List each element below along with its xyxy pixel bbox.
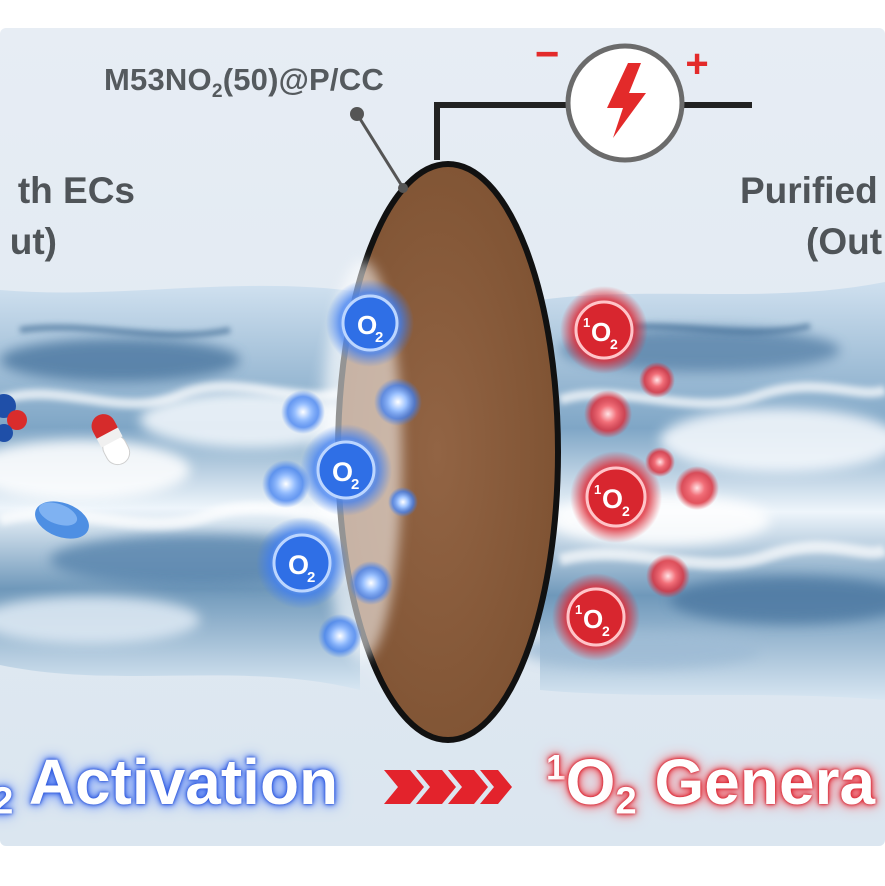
singlet-oxygen-molecule: 1 O 2: [560, 286, 648, 374]
lightning-bolt-icon: [607, 63, 646, 138]
circuit: [434, 43, 752, 163]
o2-molecule: O 2: [256, 517, 348, 609]
minus-sign: −: [535, 30, 560, 77]
blue-spark-group: [262, 378, 422, 658]
red-spark-group: [584, 362, 719, 598]
electrode-label: M53NO2(50)@P/CC: [104, 62, 384, 103]
svg-text:O: O: [583, 604, 603, 634]
outlet-label-line1: Purified: [740, 170, 878, 211]
blue-spark: [262, 460, 310, 508]
svg-text:1: 1: [575, 602, 582, 617]
molecule-atom-icon: [7, 410, 27, 430]
plus-sign: +: [685, 42, 708, 86]
blue-spark: [349, 561, 393, 605]
svg-text:O: O: [602, 484, 623, 514]
singlet-oxygen-molecule: 1 O 2: [552, 573, 640, 661]
capsule-pill-icon: [91, 414, 131, 466]
blue-spark: [281, 390, 325, 434]
chevron-arrows-icon: [384, 770, 512, 804]
outlet-label-line2: (Out: [806, 221, 883, 262]
blue-spark: [388, 487, 418, 517]
svg-text:O: O: [332, 457, 353, 487]
red-spark: [584, 390, 632, 438]
svg-text:1: 1: [583, 315, 590, 330]
svg-text:2: 2: [351, 476, 359, 493]
svg-text:2: 2: [375, 329, 383, 346]
activation-heading: 2 Activation: [0, 746, 339, 823]
red-spark: [646, 554, 690, 598]
inlet-label-line2: ut): [9, 221, 57, 262]
svg-text:O: O: [591, 317, 611, 347]
blue-spark: [318, 614, 362, 658]
svg-text:2: 2: [307, 569, 315, 586]
o2-molecule: O 2: [300, 424, 392, 516]
svg-text:2: 2: [610, 336, 618, 352]
svg-text:1: 1: [594, 482, 601, 497]
generation-heading: 1O2 Genera: [546, 746, 876, 823]
pointer-end-dot: [398, 183, 408, 193]
wire-left: [434, 102, 570, 160]
svg-text:2: 2: [622, 503, 630, 519]
pointer-dot: [350, 107, 364, 121]
svg-text:O: O: [288, 550, 309, 580]
contaminant-icons: [0, 394, 131, 539]
red-spark: [675, 466, 719, 510]
red-spark: [639, 362, 675, 398]
blue-spark: [374, 378, 422, 426]
pointer-line: [355, 113, 404, 187]
singlet-oxygen-molecule: 1 O 2: [570, 451, 662, 543]
o2-molecule: O 2: [326, 279, 414, 367]
svg-text:O: O: [357, 310, 377, 340]
svg-text:2: 2: [602, 623, 610, 639]
inlet-label-line1: th ECs: [17, 170, 135, 211]
molecule-atom-icon: [0, 424, 13, 442]
